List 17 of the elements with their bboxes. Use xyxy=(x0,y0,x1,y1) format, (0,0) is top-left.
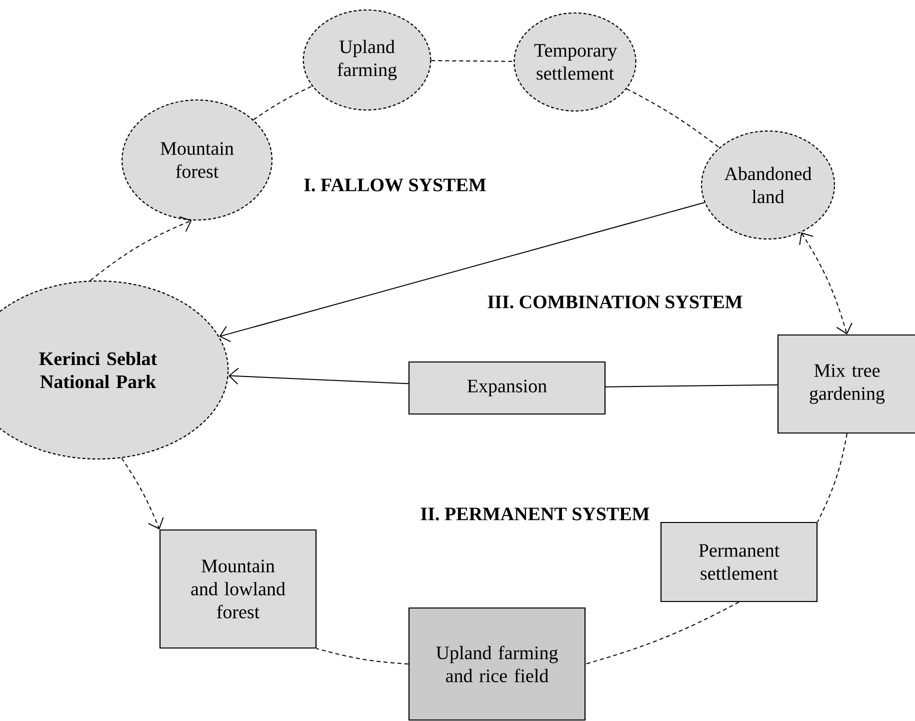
arrow xyxy=(219,202,706,342)
oval-node: Upland farming xyxy=(302,9,432,111)
arrow xyxy=(121,458,164,530)
arrow xyxy=(799,232,852,334)
process-box: Upland farming and rice field xyxy=(408,607,586,721)
oval-node: Temporary settlement xyxy=(514,12,636,112)
process-box: Mix tree gardening xyxy=(777,334,915,434)
system-label: III. COMBINATION SYSTEM xyxy=(488,296,742,308)
oval-node: Abandoned land xyxy=(701,130,836,240)
oval-node: Mountain forest xyxy=(122,99,272,221)
system-label: II. PERMANENT SYSTEM xyxy=(420,508,650,520)
process-box: Mountain and lowland forest xyxy=(159,529,317,649)
process-box: Expansion xyxy=(408,361,606,415)
arrow xyxy=(90,216,192,282)
process-box: Permanent settlement xyxy=(660,522,818,602)
system-label: I. FALLOW SYSTEM xyxy=(304,178,486,192)
arrow xyxy=(228,368,409,385)
